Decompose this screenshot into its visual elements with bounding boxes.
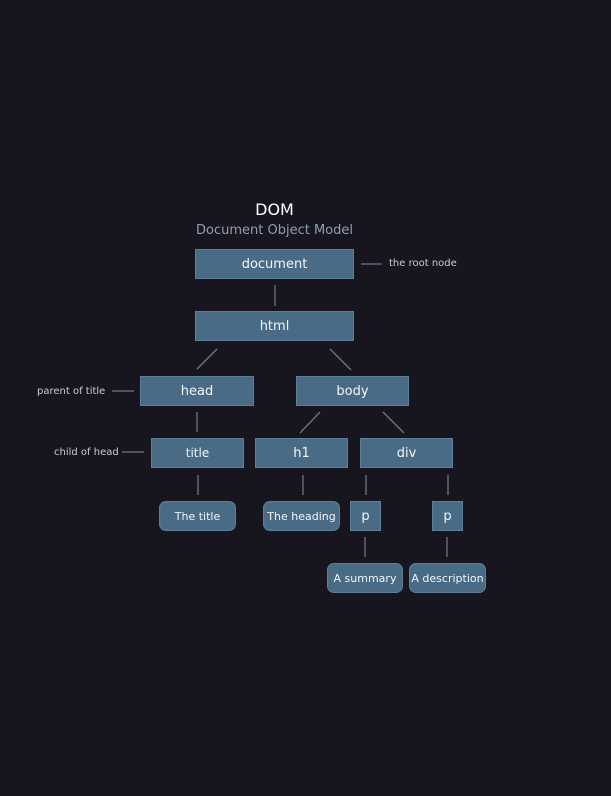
annotation-child-of-head: child of head [54,447,119,458]
text-node-a-description: A description [409,563,486,593]
node-html: html [195,311,354,341]
diagram-subtitle: Document Object Model [196,223,353,238]
annotation-root-node: the root node [389,258,457,269]
diagram-title: DOM [255,200,294,219]
connector-body-div [382,411,405,434]
connector-html-head [196,348,218,370]
text-node-the-heading: The heading [263,501,340,531]
node-head: head [140,376,254,406]
node-div: div [360,438,453,468]
annotation-parent-of-title: parent of title [37,386,106,397]
connector-html-body [329,348,352,371]
node-p-second: p [432,501,463,531]
text-node-the-title: The title [159,501,236,531]
node-body: body [296,376,409,406]
node-p-first: p [350,501,381,531]
node-title: title [151,438,244,468]
text-node-a-summary: A summary [327,563,403,593]
connector-body-h1 [299,411,321,434]
node-document: document [195,249,354,279]
node-h1: h1 [255,438,348,468]
